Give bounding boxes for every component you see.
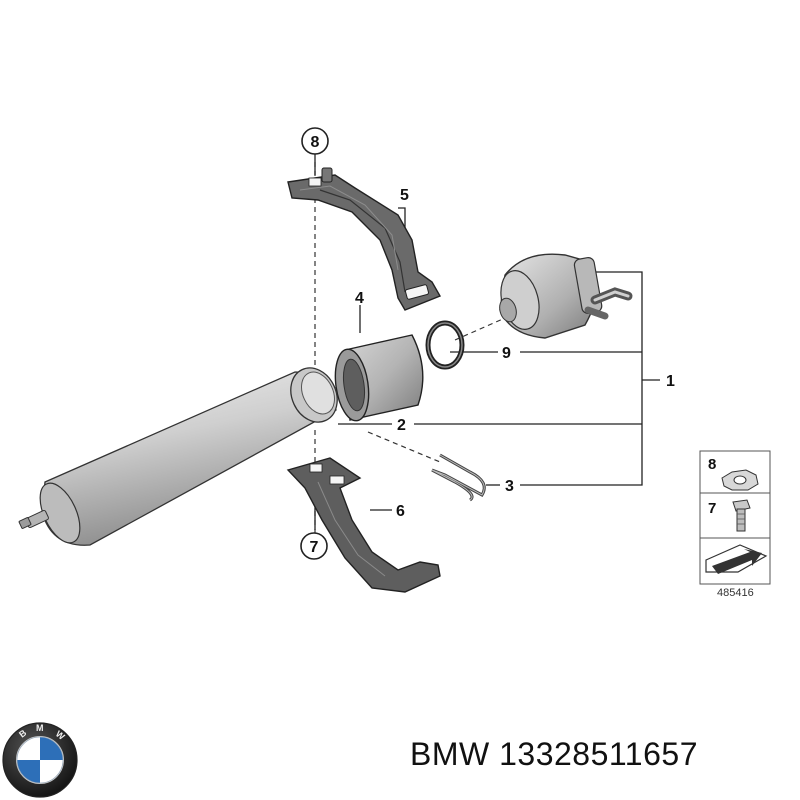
upper-bracket-hole bbox=[308, 177, 322, 187]
callout-4: 4 bbox=[355, 290, 364, 307]
callouts: 1 2 3 4 5 6 9 7 8 bbox=[300, 127, 675, 560]
lower-bracket-slot bbox=[329, 475, 345, 485]
pressure-valve bbox=[499, 253, 633, 339]
filter-nozzle-tip bbox=[18, 517, 32, 529]
valve-lower-pipe bbox=[584, 306, 609, 320]
callout-2: 2 bbox=[397, 417, 406, 434]
spring-clip bbox=[431, 453, 486, 502]
diagram-reference-number: 485416 bbox=[717, 587, 754, 599]
fuel-filter bbox=[18, 367, 338, 546]
leader-5 bbox=[398, 207, 406, 228]
upper-bracket-pin bbox=[321, 167, 333, 183]
svg-text:B: B bbox=[17, 727, 29, 739]
washer-icon bbox=[721, 469, 759, 491]
part-number-caption: BMW 13328511657 bbox=[410, 736, 698, 772]
rubber-sleeve bbox=[334, 334, 424, 422]
o-ring-highlight bbox=[427, 322, 463, 368]
callout-8: 8 bbox=[311, 134, 320, 151]
upper-bracket-slot bbox=[405, 284, 429, 300]
callout-5: 5 bbox=[400, 187, 409, 204]
bolt-icon bbox=[732, 499, 751, 532]
valve-nipple bbox=[499, 297, 517, 323]
dashed-line-clip bbox=[367, 431, 441, 463]
arrow-icon bbox=[705, 544, 768, 574]
upper-bracket bbox=[287, 167, 442, 311]
dashed-line-valve bbox=[454, 317, 506, 341]
filter-end-face bbox=[301, 371, 335, 415]
valve-pipe-highlight bbox=[593, 290, 630, 302]
leader-bracket-1 bbox=[520, 271, 643, 486]
callout-3: 3 bbox=[505, 478, 514, 495]
callout-6: 6 bbox=[396, 503, 405, 520]
svg-text:M: M bbox=[36, 723, 44, 733]
legend-panel: 8 7 bbox=[699, 450, 771, 585]
legend-item-8-number: 8 bbox=[708, 456, 716, 473]
lower-bracket-hole bbox=[309, 463, 323, 473]
clip-wire bbox=[431, 453, 486, 502]
callout-9: 9 bbox=[502, 345, 511, 362]
lower-bracket bbox=[286, 457, 441, 593]
o-ring bbox=[425, 320, 465, 370]
legend-item-7-number: 7 bbox=[708, 500, 716, 517]
upper-bracket-ridge bbox=[319, 189, 406, 293]
clip-wire-highlight bbox=[431, 454, 485, 501]
upper-bracket-ridge-2 bbox=[299, 185, 399, 271]
callout-1: 1 bbox=[666, 373, 675, 390]
callout-8-circle bbox=[301, 127, 329, 155]
sleeve-inner bbox=[342, 358, 366, 412]
lower-bracket-body bbox=[286, 457, 441, 593]
lower-bracket-ridge bbox=[317, 481, 386, 577]
bmw-logo: B M W bbox=[2, 722, 78, 798]
callout-7: 7 bbox=[310, 539, 319, 556]
callout-7-circle bbox=[300, 532, 328, 560]
